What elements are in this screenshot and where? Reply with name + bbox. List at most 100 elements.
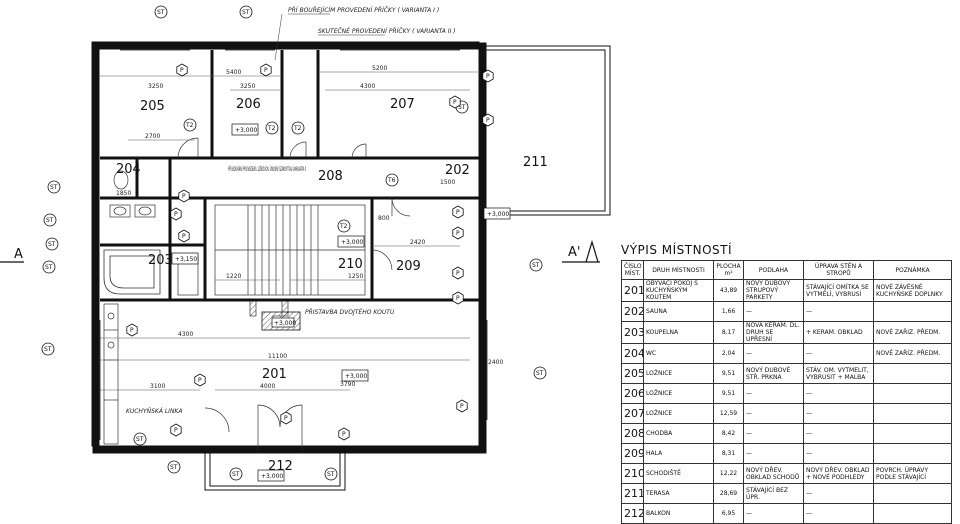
level-mark-labels: +3,000 +3,000 +3,000 +3,150 +3,000 +3,00… [175, 127, 509, 480]
cell-name: LOŽNICE [643, 403, 714, 424]
cell-name: HALA [643, 443, 714, 464]
cell-name: CHODBA [643, 423, 714, 444]
level-mark: +3,000 [274, 320, 296, 327]
cell-num: 201 [621, 279, 644, 302]
cell-floor: NOVÁ KERAM. DL. DRUH SE UPŘESNÍ [743, 321, 804, 344]
cell-note [873, 483, 952, 504]
cell-walls: — [803, 301, 874, 322]
dim-label: 2420 [410, 239, 425, 246]
cell-num: 207 [621, 403, 644, 424]
dimension-lines [100, 71, 480, 391]
cell-name: LOŽNICE [643, 383, 714, 404]
room-numbers: 205 206 207 204 208 202 211 203 210 209 … [116, 97, 548, 474]
st-tag-icon [167, 460, 181, 474]
cell-walls: — [803, 483, 874, 504]
dim-label: 1500 [440, 179, 455, 186]
st-tag-label: ST [170, 464, 178, 471]
p-tag-label: P [284, 415, 288, 422]
cell-walls: — [803, 343, 874, 364]
t-tag-icon [265, 121, 279, 135]
st-tag-label: ST [232, 471, 240, 478]
balcony-outline [204, 450, 346, 491]
dim-label: 1220 [226, 273, 241, 280]
st-tag-label: ST [45, 264, 53, 271]
staircase [214, 204, 366, 296]
t-tag-label: T2 [293, 125, 302, 132]
level-mark: +3,150 [175, 256, 197, 263]
cell-walls: — [803, 503, 874, 524]
p-tag-label: P [180, 67, 184, 74]
p-tag-label: P [174, 211, 178, 218]
dim-label: 4300 [360, 83, 375, 90]
p-tag-label: P [342, 431, 346, 438]
cell-walls: STÁVAJÍCÍ OMÍTKA SE VYTMELÍ, VYBRUSÍ [803, 279, 874, 302]
cell-num: 209 [621, 443, 644, 464]
p-tag-icon [170, 423, 182, 437]
cell-note: NOVÉ ZAŘIZ. PŘEDM. [873, 321, 952, 344]
cell-name: OBÝVACÍ POKOJ S KUCHYŇSKÝM KOUTEM [643, 279, 714, 302]
p-tag-label: P [174, 427, 178, 434]
cell-area: 6,95 [713, 503, 744, 524]
terrace-outline [480, 45, 611, 216]
cell-floor: — [743, 301, 804, 322]
st-tag-label: ST [157, 9, 165, 16]
dim-label: 11100 [268, 353, 287, 360]
p-tag-icon [178, 189, 190, 203]
cell-floor: — [743, 343, 804, 364]
room-number: 209 [396, 259, 421, 274]
p-tag-icon [178, 229, 190, 243]
p-tag-icon [452, 226, 464, 240]
dimension-labels: 5400 5200 3250 3250 4300 2700 1850 4300 … [116, 65, 503, 390]
t-tag-label: T2 [185, 122, 194, 129]
level-mark: +3,000 [345, 373, 367, 380]
cell-walls: — [803, 443, 874, 464]
plan-note: SKUTEČNÉ PROVEDENÍ PŘÍČKY ( VARIANTA II … [318, 27, 456, 35]
cell-walls: — [803, 383, 874, 404]
windows [91, 41, 488, 440]
p-tag-icon [482, 113, 494, 127]
dim-label: 2400 [488, 359, 503, 366]
cell-name: SAUNA [643, 301, 714, 322]
p-tag-icon [280, 411, 292, 425]
cell-area: 12,59 [713, 403, 744, 424]
cell-floor: NOVÝ DŘEV. OBKLAD SCHODŮ [743, 463, 804, 484]
cell-note [873, 363, 952, 384]
p-tag-label: P [456, 270, 460, 277]
section-marks [0, 239, 600, 263]
level-mark: +3,000 [235, 127, 257, 134]
cell-note [873, 301, 952, 322]
dim-label: 1850 [116, 190, 131, 197]
st-tag-icon [45, 237, 59, 251]
cell-note: NOVÉ ZÁVĚSNÉ KUCHYŇSKÉ DOPLNKY [873, 279, 952, 302]
st-tag-label: ST [327, 471, 335, 478]
st-tag-icon [229, 467, 243, 481]
cell-walls: — [803, 403, 874, 424]
st-tag-label: ST [50, 184, 58, 191]
st-tag-icon [43, 213, 57, 227]
room-number: 204 [116, 162, 141, 177]
t-tag-label: T2 [267, 125, 276, 132]
p-tag-icon [176, 63, 188, 77]
st-tag-icon [41, 342, 55, 356]
p-tag-label: P [486, 73, 490, 80]
p-tag-icon [194, 373, 206, 387]
p-tag-icon [449, 95, 461, 109]
p-tag-icon [452, 266, 464, 280]
st-tag-icon [529, 258, 543, 272]
plan-note: KUCHYŇSKÁ LINKA [126, 408, 182, 415]
cell-area: 8,17 [713, 321, 744, 344]
p-tag-icon [452, 205, 464, 219]
cell-floor: NOVÝ DUBOVÉ STŘ. PRKNA [743, 363, 804, 384]
cell-floor: — [743, 443, 804, 464]
p-tag-label: P [456, 209, 460, 216]
cell-walls: — [803, 423, 874, 444]
t-tag-icon [337, 219, 351, 233]
p-tag-icon [482, 69, 494, 83]
cell-area: 43,89 [713, 279, 744, 302]
dim-label: 3790 [340, 381, 355, 388]
p-tag-label: P [453, 99, 457, 106]
